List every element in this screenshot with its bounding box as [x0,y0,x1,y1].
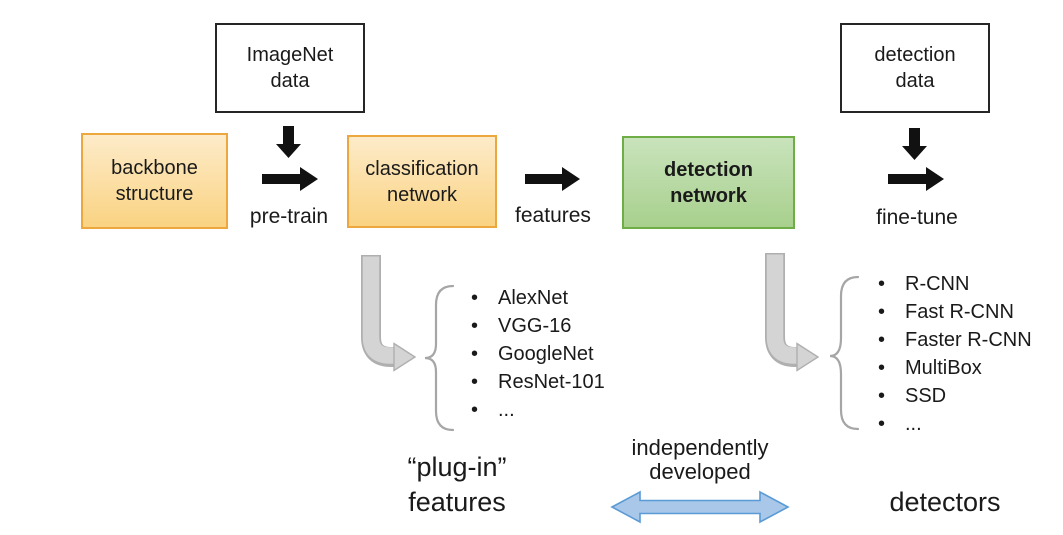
list-item: Faster R-CNN [875,326,1032,354]
detection-network-box: detection network [622,136,795,229]
list-item: ... [875,410,1032,438]
detectors-label: detectors [889,487,1001,517]
list-item: GoogleNet [468,340,605,368]
finetune-right-arrow-icon [888,167,944,191]
backbone-structure-box: backbone structure [81,133,228,229]
independently-developed-label: independently developed [631,435,769,484]
plugin-features-label: “plug-in” features [407,452,507,517]
classification-networks-list: AlexNet VGG-16 GoogleNet ResNet-101 ... [468,284,605,424]
pretrain-down-arrow-icon [276,126,301,158]
detection-brace-icon [829,275,860,431]
pretrain-label: pre-train [249,205,329,228]
detection-elbow-arrow-icon [765,253,820,372]
classification-network-box: classification network [347,135,497,228]
finetune-down-arrow-icon [902,128,927,160]
list-item: Fast R-CNN [875,298,1032,326]
detection-data-box: detection data [840,23,990,113]
list-item: ResNet-101 [468,368,605,396]
list-item: R-CNN [875,270,1032,298]
independently-double-arrow-icon [610,490,790,524]
list-item: MultiBox [875,354,1032,382]
list-item: VGG-16 [468,312,605,340]
finetune-label: fine-tune [876,206,958,229]
features-label: features [515,204,591,227]
pretrain-right-arrow-icon [262,167,318,191]
list-item: ... [468,396,605,424]
features-right-arrow-icon [525,167,580,191]
classification-elbow-arrow-icon [361,255,417,372]
imagenet-data-box: ImageNet data [215,23,365,113]
detection-networks-list: R-CNN Fast R-CNN Faster R-CNN MultiBox S… [875,270,1032,438]
classification-brace-icon [424,284,455,432]
list-item: SSD [875,382,1032,410]
list-item: AlexNet [468,284,605,312]
